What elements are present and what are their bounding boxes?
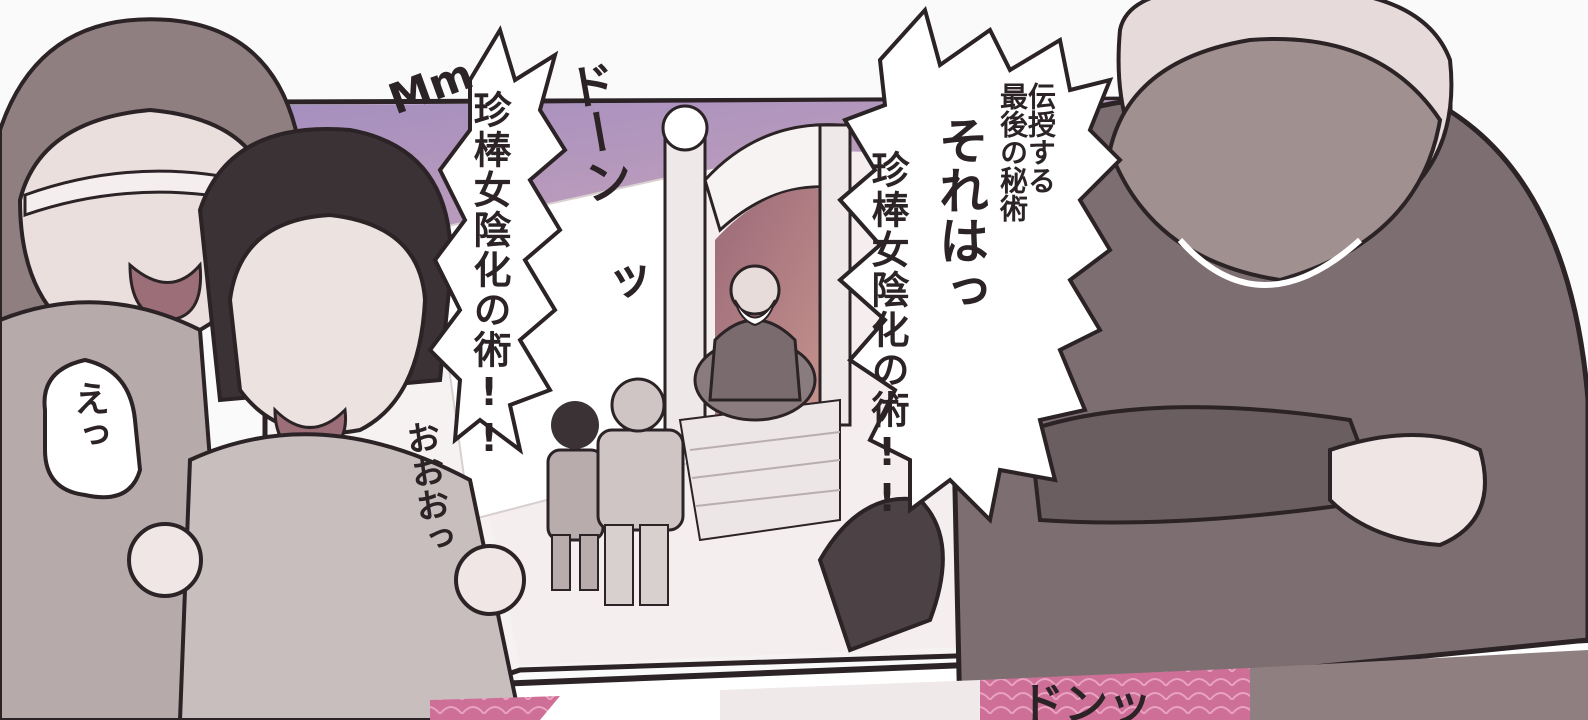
left-speech-burst	[427, 25, 568, 455]
small-students	[546, 377, 685, 606]
right-bubble-small-text: 伝授する 最後の秘術	[996, 82, 1057, 222]
small-master-figure	[693, 264, 817, 422]
right-speech-burst	[836, 5, 1123, 525]
sfx-eh: えっ	[68, 380, 109, 452]
dark-haired-student	[127, 127, 526, 720]
bottom-panel-strip	[430, 650, 1588, 720]
eh-bubble	[42, 357, 143, 500]
right-bubble-main-text: 珍棒女陰化の術!!	[865, 150, 909, 522]
right-bubble-emphasis: それはっ	[931, 115, 989, 315]
large-master-figure	[817, 0, 1588, 720]
sfx-bottom-don: ドンッ	[1020, 679, 1152, 720]
left-bubble-text: 珍棒女陰化の術!!	[467, 90, 511, 462]
